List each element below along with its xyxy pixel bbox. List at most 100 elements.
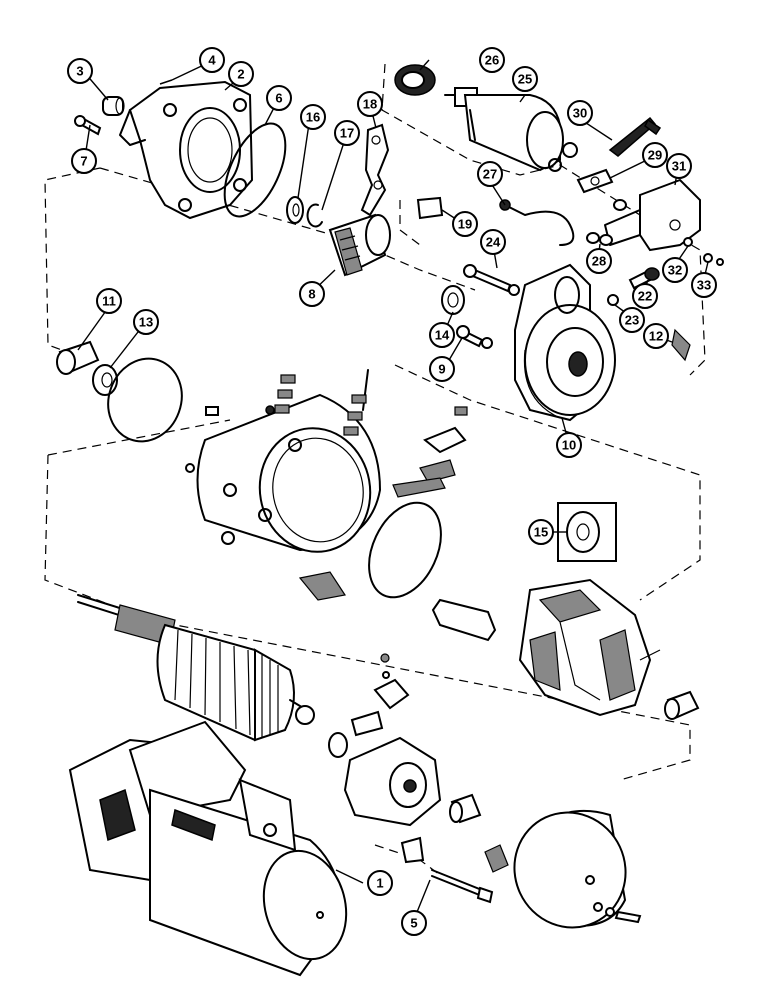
end-cap [513, 809, 627, 929]
callout-label: 23 [625, 313, 639, 328]
armature [77, 594, 315, 742]
gasket-plate [431, 598, 497, 642]
callout-17: 17 [334, 120, 360, 146]
drive-pinion [328, 213, 391, 277]
callout-28: 28 [586, 248, 612, 274]
callout-31: 31 [666, 153, 692, 179]
callout-label: 16 [306, 110, 320, 125]
solenoid-boot [394, 64, 436, 96]
callout-label: 24 [486, 235, 501, 250]
callout-label: 15 [534, 525, 548, 540]
coil-spring [484, 844, 509, 873]
callout-12: 12 [643, 323, 669, 349]
callout-33: 33 [691, 272, 717, 298]
callout-5: 5 [401, 910, 427, 936]
flat-washer [441, 285, 465, 315]
cover-screws [683, 237, 724, 266]
o-ring-mid [368, 501, 442, 599]
callout-8: 8 [299, 281, 325, 307]
connector-wire [499, 199, 575, 246]
callout-18: 18 [357, 91, 383, 117]
callout-16: 16 [300, 104, 326, 130]
callout-label: 5 [410, 916, 417, 931]
callout-label: 8 [308, 287, 315, 302]
terminal-nuts [586, 199, 627, 246]
callout-23: 23 [619, 307, 645, 333]
o-ring-frame [107, 357, 183, 443]
l-shaped-key [608, 116, 662, 157]
lever-clip [416, 196, 444, 220]
callout-22: 22 [632, 283, 658, 309]
callout-label: 32 [668, 263, 682, 278]
callout-3: 3 [67, 58, 93, 84]
callout-4: 4 [199, 47, 225, 73]
callout-1: 1 [367, 870, 393, 896]
callout-29: 29 [642, 142, 668, 168]
commutator-bushing [449, 793, 482, 824]
callout-label: 9 [438, 362, 445, 377]
callout-label: 2 [237, 67, 244, 82]
callout-label: 14 [435, 328, 450, 343]
callout-label: 30 [573, 106, 587, 121]
field-frame [196, 393, 382, 553]
callout-label: 11 [102, 294, 116, 309]
callout-label: 31 [672, 159, 686, 174]
callout-10: 10 [556, 432, 582, 458]
callout-30: 30 [567, 100, 593, 126]
intermediate-housing [514, 263, 616, 422]
thrust-washer [286, 196, 304, 224]
callout-label: 25 [518, 72, 532, 87]
through-bolt-upper [463, 264, 520, 296]
housing-screw [456, 325, 493, 349]
callout-label: 18 [363, 97, 377, 112]
frame-studs [185, 369, 369, 545]
through-bolt-lower [400, 836, 494, 904]
solenoid [444, 87, 578, 172]
end-cap-screw [593, 902, 642, 924]
callout-label: 33 [697, 278, 711, 293]
terminal-stud [628, 267, 660, 290]
callout-25: 25 [512, 66, 538, 92]
callout-2: 2 [228, 61, 254, 87]
callout-label: 29 [648, 148, 662, 163]
o-ring-small [607, 294, 619, 306]
drive-end-housing [119, 80, 254, 220]
callout-label: 3 [76, 64, 83, 79]
bushing-small [102, 96, 125, 116]
callout-32: 32 [662, 257, 688, 283]
callout-11: 11 [96, 288, 122, 314]
callout-label: 13 [139, 315, 153, 330]
callout-19: 19 [452, 211, 478, 237]
starter-assembly [68, 720, 348, 977]
o-ring-drive-end [223, 122, 287, 218]
callout-27: 27 [477, 161, 503, 187]
callout-label: 6 [275, 91, 282, 106]
callout-label: 26 [485, 53, 499, 68]
field-coils [518, 578, 661, 717]
callout-6: 6 [266, 85, 292, 111]
bushing-rear [664, 690, 700, 720]
seal-washer [92, 364, 118, 396]
brush-holder [328, 653, 442, 827]
callout-label: 10 [562, 438, 576, 453]
callout-label: 22 [638, 289, 652, 304]
callout-26: 26 [479, 47, 505, 73]
field-terminal-parts [298, 406, 468, 601]
callout-label: 1 [376, 876, 383, 891]
callout-13: 13 [133, 309, 159, 335]
callout-label: 27 [483, 167, 497, 182]
callout-7: 7 [71, 148, 97, 174]
callout-9: 9 [429, 356, 455, 382]
snap-ring [306, 203, 323, 228]
brush-spring [671, 328, 691, 362]
shift-lever [360, 123, 390, 217]
callout-label: 17 [340, 126, 354, 141]
callout-label: 19 [458, 217, 472, 232]
callout-label: 12 [649, 329, 663, 344]
screw-small [74, 115, 102, 136]
callout-24: 24 [480, 229, 506, 255]
callout-15: 15 [528, 519, 554, 545]
bushing-large [56, 340, 100, 375]
callout-label: 7 [80, 154, 87, 169]
